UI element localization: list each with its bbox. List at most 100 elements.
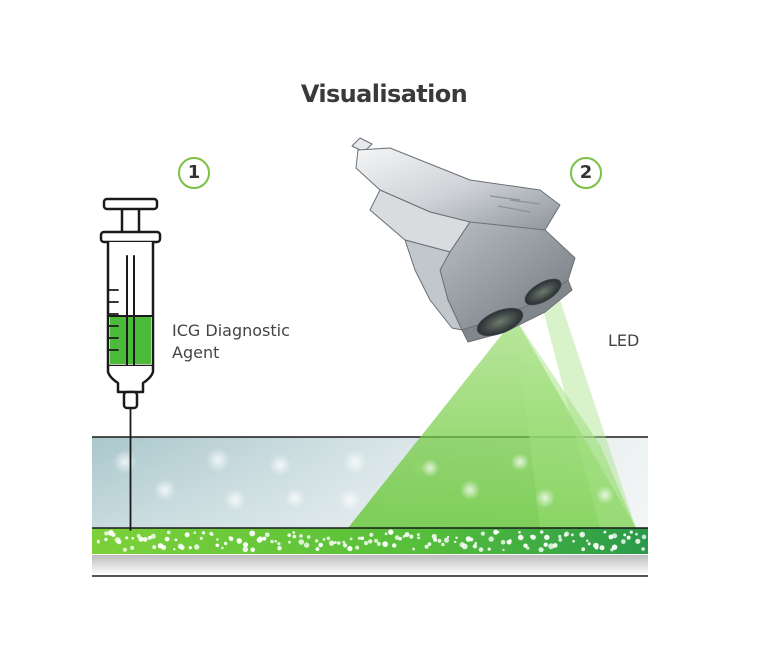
step-1-badge: 1 — [178, 157, 210, 189]
fluorescent-particle — [147, 535, 152, 540]
fluorescent-particle — [500, 539, 506, 545]
fluorescent-particle — [539, 530, 544, 534]
fluorescent-particle — [292, 531, 296, 534]
fluorescent-particle — [478, 547, 484, 552]
fluorescent-particle — [216, 538, 219, 541]
fluorescent-particle — [548, 543, 555, 550]
fluorescent-particle — [288, 540, 291, 544]
fluorescent-particle — [337, 541, 341, 545]
fluorescent-particle — [188, 546, 192, 550]
fluorescent-particle — [518, 530, 521, 534]
fluorescent-particle — [343, 543, 348, 548]
agent-label: ICG Diagnostic Agent — [172, 320, 312, 364]
fluorescent-particle — [249, 530, 256, 537]
fluorescent-particle — [357, 536, 361, 540]
fluorescent-particle — [629, 530, 633, 534]
led-label: LED — [608, 331, 640, 350]
fluorescent-particle — [564, 531, 570, 537]
fluorescent-particle — [502, 548, 505, 552]
fluorescent-particle — [161, 545, 167, 550]
fluorescent-particle — [215, 543, 220, 548]
agent-label-line-2: Agent — [172, 343, 220, 362]
fluorescent-particle — [635, 538, 641, 544]
fluorescent-particle — [326, 536, 331, 541]
fluorescent-particle — [424, 544, 429, 549]
fluorescent-particle — [322, 538, 326, 541]
fluorescent-particle — [623, 533, 627, 537]
fluorescent-particle — [329, 540, 335, 546]
fluorescent-particle — [454, 540, 457, 544]
fluorescent-particle — [96, 539, 100, 543]
agent-label-line-1: ICG Diagnostic — [172, 321, 290, 340]
fluorescent-particle — [398, 537, 402, 541]
fluorescent-particle — [303, 542, 310, 548]
fluorescent-particle — [315, 539, 319, 543]
imaging-device-icon — [351, 137, 576, 343]
fluorescent-particle — [587, 542, 591, 546]
fluorescent-particle — [277, 542, 281, 546]
fluorescent-particle — [641, 534, 647, 540]
fluorescent-particle — [523, 543, 528, 548]
fluorescent-particle — [530, 534, 534, 539]
fluorescent-particle — [360, 536, 365, 541]
fluorescent-particle — [236, 538, 243, 544]
fluorescent-particle — [369, 532, 374, 537]
fluorescent-particle — [334, 541, 337, 544]
fluorescent-particle — [306, 535, 311, 539]
fluorescent-particle — [298, 539, 305, 545]
fluorescent-particle — [611, 544, 618, 550]
fluorescent-particle — [167, 530, 171, 535]
fluorescent-particle — [349, 537, 353, 541]
fluorescent-particle — [142, 537, 148, 542]
fluorescent-particle — [544, 534, 550, 540]
fluorescent-particle — [104, 537, 108, 542]
fluorescent-particle — [497, 530, 500, 534]
fluorescent-particle — [543, 542, 548, 547]
fluorescent-particle — [416, 533, 420, 537]
fluorescent-particle — [384, 532, 388, 536]
step-2-badge: 2 — [570, 157, 602, 189]
fluorescent-particle — [404, 532, 410, 537]
fluorescent-particle — [626, 535, 631, 540]
fluorescent-particle — [221, 546, 224, 550]
fluorescent-particle — [433, 537, 438, 542]
fluorescent-particle — [125, 536, 129, 540]
led-light-beam — [348, 298, 636, 528]
fluorescent-particle — [122, 547, 127, 552]
fluorescent-particle — [199, 536, 203, 541]
syringe-icon — [99, 197, 162, 531]
fluorescent-particle — [274, 540, 278, 543]
fluorescent-particle — [138, 536, 144, 542]
fluorescent-particle — [621, 539, 626, 544]
fluorescent-particle — [315, 547, 320, 551]
fluorescent-particle — [611, 533, 618, 539]
fluorescent-particle — [437, 538, 442, 543]
fluorescent-particle — [455, 536, 458, 540]
fluorescent-particle — [363, 540, 369, 546]
fluorescent-particle — [250, 547, 255, 553]
fluorescent-particle — [277, 546, 282, 551]
fluorescent-particle — [229, 536, 234, 541]
fluorescent-particle — [487, 547, 491, 551]
base-layer — [92, 555, 648, 577]
fluorescent-particle — [194, 544, 200, 550]
fluorescent-particle — [472, 544, 478, 549]
fluorescent-particle — [292, 534, 297, 539]
fluorescent-particle — [412, 547, 415, 551]
fluorescent-particle — [173, 548, 176, 551]
fluorescent-particle — [585, 539, 589, 542]
fluorescent-particle — [136, 534, 141, 538]
fluorescent-particle — [506, 539, 512, 545]
fluorescent-particle — [394, 535, 400, 540]
fluorescent-particle — [342, 540, 346, 544]
fluorescent-particle — [318, 542, 324, 548]
fluorescent-particle — [376, 541, 381, 547]
fluorescent-particle — [431, 533, 437, 540]
fluorescent-particle — [287, 533, 292, 537]
fluorescent-particle — [558, 534, 562, 539]
fluorescent-particle — [469, 537, 474, 542]
fluorescent-particle — [427, 542, 432, 546]
fluorescent-particle — [209, 531, 214, 536]
